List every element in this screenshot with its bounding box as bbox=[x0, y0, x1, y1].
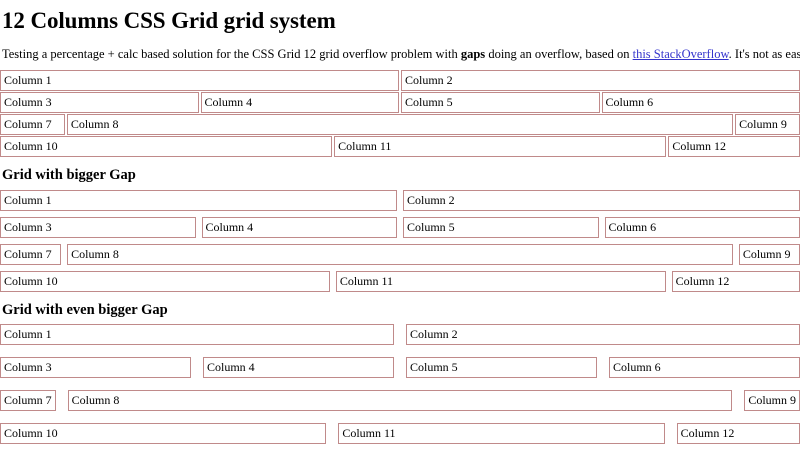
grid-cell: Column 6 bbox=[604, 216, 800, 238]
grid-cell: Column 3 bbox=[0, 216, 196, 238]
grid-cell: Column 8 bbox=[67, 390, 733, 412]
grid-cell: Column 4 bbox=[203, 357, 394, 379]
grid-cell: Column 5 bbox=[406, 357, 597, 379]
grid-cell: Column 5 bbox=[403, 216, 599, 238]
intro-text-after: . It's not as easy as using 1fr … bbox=[728, 47, 800, 62]
grid-cell: Column 2 bbox=[403, 189, 800, 211]
grid-cell: Column 1 bbox=[0, 69, 399, 91]
grid-cell: Column 1 bbox=[0, 189, 397, 211]
grid-cell: Column 12 bbox=[668, 135, 800, 157]
grid-cell: Column 7 bbox=[0, 113, 65, 135]
grid-cell: Column 1 bbox=[0, 324, 394, 346]
grid-cell: Column 6 bbox=[601, 91, 800, 113]
grid-cell: Column 8 bbox=[67, 243, 733, 265]
grid-cell: Column 8 bbox=[66, 113, 734, 135]
grid-cell: Column 2 bbox=[406, 324, 800, 346]
grid-cell: Column 12 bbox=[676, 423, 800, 445]
stackoverflow-link[interactable]: this StackOverflow bbox=[632, 47, 729, 62]
page-title: 12 Columns CSS Grid grid system bbox=[2, 8, 336, 33]
grid-cell: Column 10 bbox=[0, 423, 327, 445]
intro-text-middle: doing an overflow, based on bbox=[485, 47, 633, 62]
intro-text-before: Testing a percentage + calc based soluti… bbox=[2, 47, 461, 62]
grid-cell: Column 10 bbox=[0, 270, 330, 292]
grid-cell: Column 9 bbox=[738, 243, 800, 265]
grid-cell: Column 5 bbox=[401, 91, 600, 113]
grid-cell: Column 10 bbox=[0, 135, 333, 157]
grid-cell: Column 9 bbox=[744, 390, 800, 412]
grid-cell: Column 6 bbox=[609, 357, 800, 379]
section-heading-2: Grid with even bigger Gap bbox=[2, 301, 168, 318]
grid-cell: Column 11 bbox=[338, 423, 665, 445]
grid-cell: Column 11 bbox=[335, 270, 666, 292]
grid-cell: Column 12 bbox=[671, 270, 800, 292]
grid-cell: Column 4 bbox=[200, 91, 399, 113]
grid-section-2: Column 1 Column 2 Column 3 Column 4 Column 5… bbox=[0, 324, 800, 445]
grid-cell: Column 7 bbox=[0, 243, 62, 265]
grid-cell: Column 9 bbox=[735, 113, 800, 135]
grid-cell: Column 3 bbox=[0, 357, 191, 379]
grid-cell: Column 11 bbox=[334, 135, 667, 157]
grid-cell: Column 4 bbox=[201, 216, 397, 238]
grid-cell: Column 7 bbox=[0, 390, 56, 412]
grid-cell: Column 2 bbox=[401, 69, 800, 91]
grid-cell: Column 3 bbox=[0, 91, 199, 113]
intro-strong-gaps: gaps bbox=[460, 47, 486, 62]
intro-paragraph: Testing a percentage + calc based soluti… bbox=[2, 47, 800, 63]
section-heading-1: Grid with bigger Gap bbox=[2, 166, 136, 183]
